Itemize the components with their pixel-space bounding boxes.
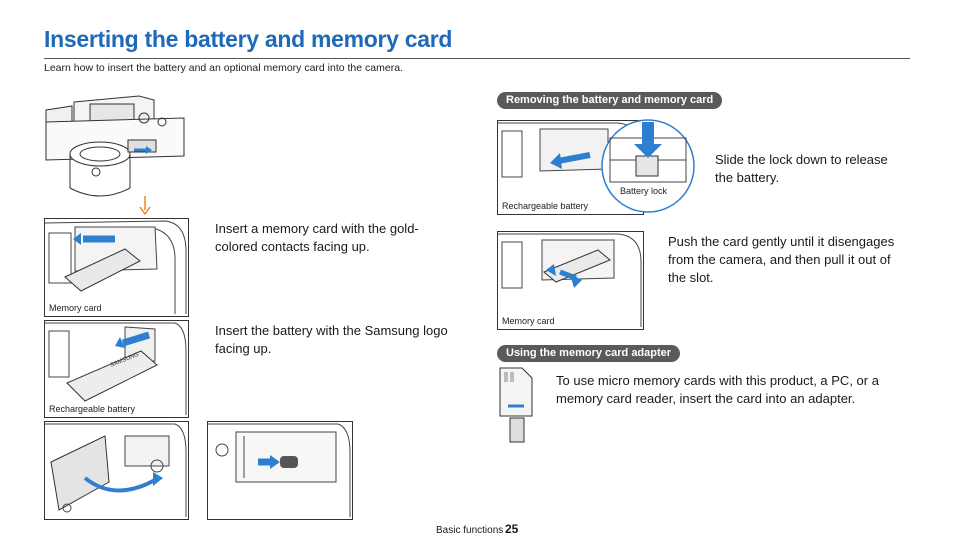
memory-card-adapter-illustration — [498, 366, 534, 444]
down-arrow-icon — [138, 196, 152, 221]
battery-lock-label: Battery lock — [620, 186, 668, 196]
step-insert-memory-card: Insert a memory card with the gold-color… — [215, 221, 419, 254]
figure-remove-memory-card: Memory card — [497, 231, 644, 330]
adapter-section-badge: Using the memory card adapter — [497, 345, 681, 362]
adapter-text: To use micro memory cards with this prod… — [556, 373, 879, 406]
battery-lock-magnifier — [600, 114, 696, 218]
step-remove-memory-card: Push the card gently until it disengages… — [668, 234, 895, 285]
step-remove-battery: Slide the lock down to release the batte… — [715, 152, 888, 185]
remove-battery-caption: Rechargeable battery — [501, 201, 590, 211]
figure-insert-battery: SAMSUNG Rechargeable battery — [44, 320, 189, 418]
remove-memory-card-caption: Memory card — [501, 316, 556, 326]
title-divider — [44, 58, 910, 59]
page-number: 25 — [505, 522, 519, 536]
figure-close-cover — [44, 421, 189, 520]
removing-section-badge: Removing the battery and memory card — [497, 92, 723, 109]
step-insert-battery: Insert the battery with the Samsung logo… — [215, 323, 448, 356]
battery-caption: Rechargeable battery — [48, 404, 137, 414]
intro-text: Learn how to insert the battery and an o… — [44, 62, 403, 74]
page-title: Inserting the battery and memory card — [44, 26, 453, 52]
figure-lock-cover — [207, 421, 353, 520]
figure-insert-memory-card: Memory card — [44, 218, 189, 317]
footer-section-label: Basic functions — [436, 525, 504, 536]
memory-card-caption: Memory card — [48, 303, 103, 313]
camera-overview-illustration — [44, 92, 186, 200]
